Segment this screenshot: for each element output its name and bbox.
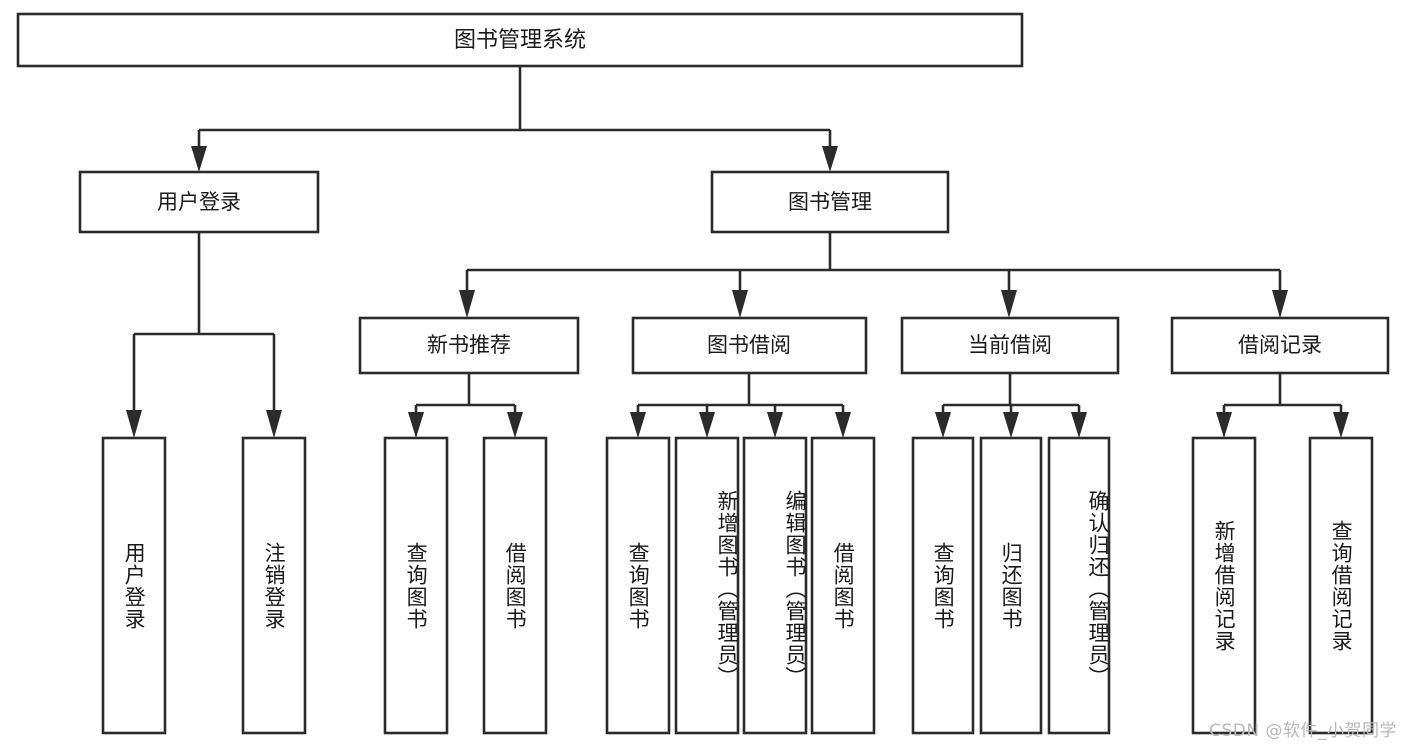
node-book-borrow-label: 图书借阅 [707, 333, 791, 357]
node-new-book-recommend-label: 新书推荐 [427, 333, 511, 357]
connector-user-login-children [126, 232, 282, 438]
arrow-head-leaf-query-borrow-record [1333, 412, 1349, 438]
node-root-label: 图书管理系统 [454, 28, 586, 53]
leaf-box-add-borrow-record[interactable] [1191, 436, 1257, 735]
leaf-box-edit-book[interactable] [742, 436, 808, 735]
node-book-borrow[interactable]: 图书借阅 [631, 316, 868, 375]
leaf-box-query-borrow-record[interactable] [1308, 436, 1374, 735]
node-new-book-recommend-rect[interactable] [358, 316, 580, 375]
node-book-management-label: 图书管理 [788, 190, 872, 214]
node-root[interactable]: 图书管理系统 [16, 12, 1024, 68]
connector-book-management-children [459, 232, 1288, 318]
node-root-rect[interactable] [16, 12, 1024, 68]
arrow-head-leaf-query-book-recommend [408, 412, 424, 438]
leaf-box-add-book[interactable] [674, 436, 740, 735]
arrow-head-leaf-query-book-current [935, 412, 951, 438]
node-user-login-label: 用户登录 [157, 190, 241, 214]
leaf-box-query-book-recommend[interactable] [383, 436, 449, 735]
arrow-head-leaf-logout [266, 410, 282, 438]
arrow-head-current-borrow [1001, 290, 1017, 318]
leaf-box-borrow-book[interactable] [810, 436, 876, 735]
arrow-head-leaf-confirm-return [1071, 412, 1087, 438]
node-borrow-record[interactable]: 借阅记录 [1170, 316, 1390, 375]
connector-borrow-record-children [1216, 373, 1349, 438]
leaf-box-borrow-book-recommend[interactable] [482, 436, 548, 735]
node-book-borrow-rect[interactable] [631, 316, 868, 375]
leaf-box-query-book-current[interactable] [911, 436, 975, 735]
arrow-head-book-management [822, 146, 838, 172]
node-current-borrow[interactable]: 当前借阅 [900, 316, 1120, 375]
arrow-head-leaf-borrow-book [835, 412, 851, 438]
arrow-head-user-login [191, 146, 207, 172]
arrow-head-leaf-borrow-book-recommend [507, 412, 523, 438]
connector-current-borrow-children [935, 373, 1087, 438]
arrow-head-book-borrow [732, 290, 748, 318]
arrow-head-leaf-edit-book [767, 412, 783, 438]
arrow-head-leaf-query-book-borrow [630, 412, 646, 438]
node-user-login-rect[interactable] [78, 170, 320, 234]
leaf-box-query-book-borrow[interactable] [605, 436, 671, 735]
node-book-management-rect[interactable] [710, 170, 950, 234]
leaf-box-user-login[interactable] [101, 436, 167, 735]
node-current-borrow-label: 当前借阅 [968, 333, 1052, 357]
leaf-box-return-book[interactable] [979, 436, 1043, 735]
arrow-head-leaf-user-login [126, 410, 142, 438]
arrow-head-new-book-recommend [459, 290, 475, 318]
leaf-box-logout[interactable] [241, 436, 307, 735]
node-current-borrow-rect[interactable] [900, 316, 1120, 375]
leaf-box-confirm-return[interactable] [1047, 436, 1111, 735]
leaf-box-layer [101, 436, 1374, 735]
arrow-head-leaf-return-book [1003, 412, 1019, 438]
node-borrow-record-label: 借阅记录 [1238, 333, 1322, 357]
arrow-head-leaf-add-book [699, 412, 715, 438]
arrow-head-borrow-record [1272, 290, 1288, 318]
connector-book-borrow-children [630, 373, 851, 438]
arrow-head-leaf-add-borrow-record [1216, 412, 1232, 438]
watermark-text: CSDN @软件_小贺同学 [1209, 721, 1397, 741]
node-book-management[interactable]: 图书管理 [710, 170, 950, 234]
connector-new-book-recommend-children [408, 373, 523, 438]
node-new-book-recommend[interactable]: 新书推荐 [358, 316, 580, 375]
node-user-login[interactable]: 用户登录 [78, 170, 320, 234]
